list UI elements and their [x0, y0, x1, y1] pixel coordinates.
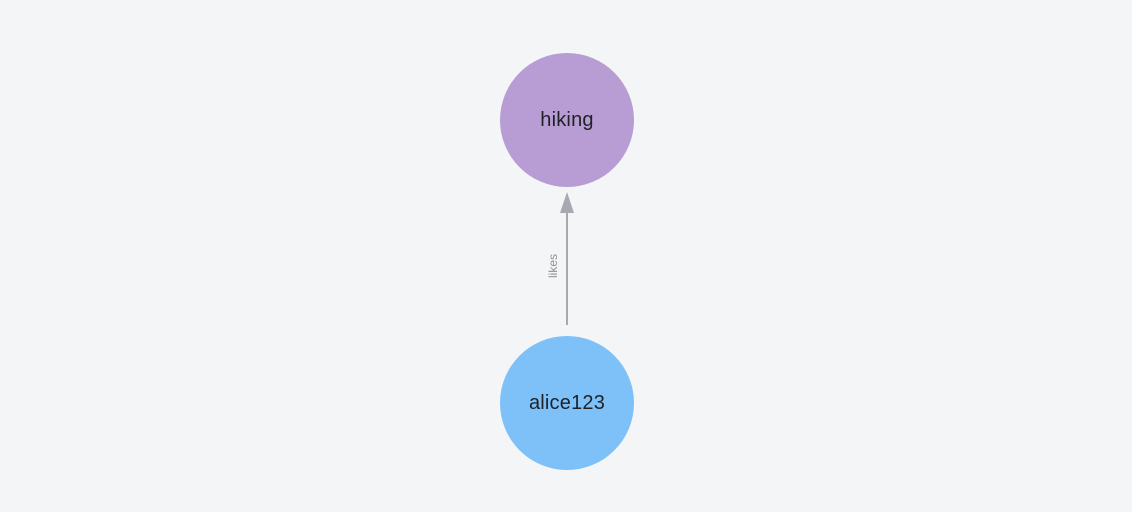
node-hiking[interactable]: hiking	[500, 53, 634, 187]
node-label-hiking: hiking	[540, 108, 594, 131]
edge-label-likes: likes	[546, 253, 560, 279]
edge-arrowhead-icon	[560, 192, 574, 213]
node-alice123[interactable]: alice123	[500, 336, 634, 470]
node-label-alice123: alice123	[528, 391, 606, 414]
